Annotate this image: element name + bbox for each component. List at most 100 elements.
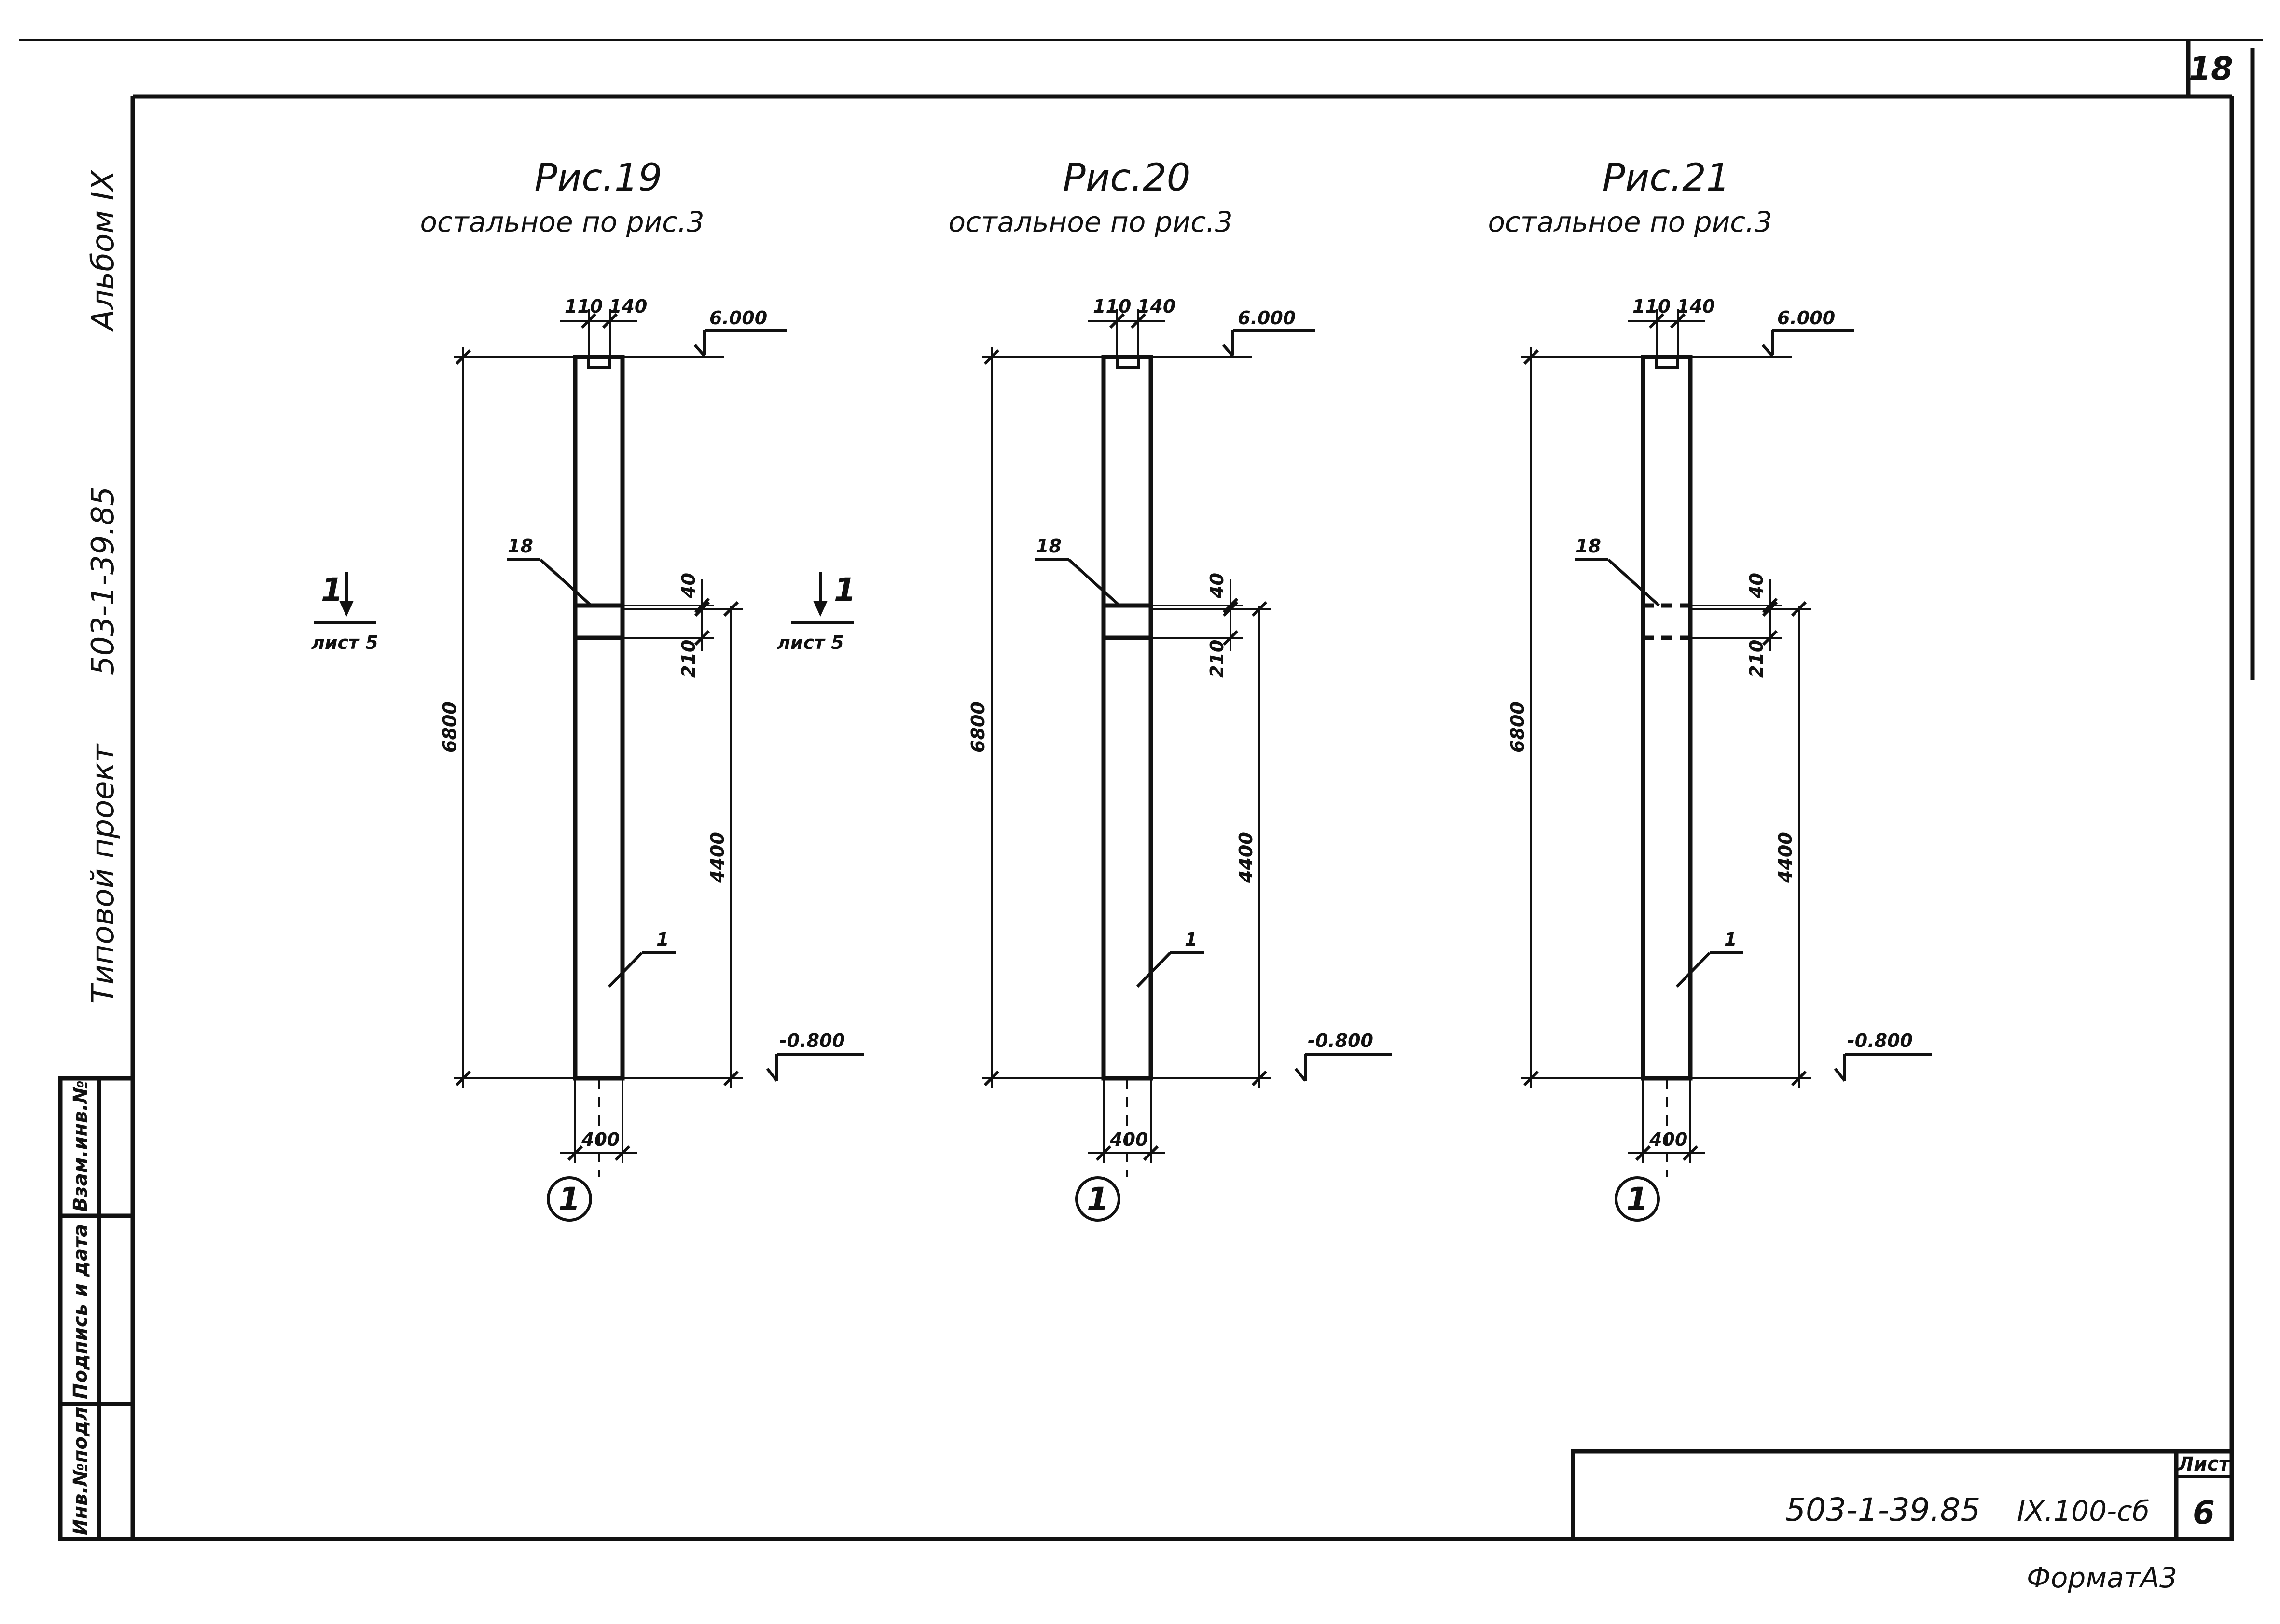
column-body [573, 355, 625, 1081]
top-width-right: 140 [1677, 296, 1715, 317]
dimension-tick [455, 1070, 471, 1087]
dimension-tick [1222, 630, 1239, 646]
dimension-tick [580, 313, 597, 329]
dimension-tick [1648, 313, 1665, 329]
base-width: 400 [581, 1129, 620, 1150]
dimension-tick [1635, 1145, 1651, 1161]
section-marker-left: 1 лист 5 [311, 571, 378, 653]
axis-bubble [547, 1176, 592, 1222]
dimension-tick [694, 630, 710, 646]
section-marker-middle: 1 лист 5 [777, 571, 856, 653]
dimension-tick [602, 313, 618, 329]
callout-18-leader [1067, 558, 1121, 607]
callout-1-leader [608, 951, 643, 988]
side-label-project-type: Типовой проект [85, 743, 121, 1004]
dimension-tick [983, 1070, 1000, 1087]
gap-lower: 210 [1206, 640, 1228, 678]
dimension-tick [1791, 1070, 1807, 1087]
callout-18-label: 18 [1575, 536, 1601, 557]
callout-18-label: 18 [508, 536, 533, 557]
gap-lower: 210 [678, 640, 699, 678]
dimension-tick [1251, 1070, 1268, 1087]
dimension-tick [614, 1145, 631, 1161]
top-width-left: 110 [1632, 296, 1671, 317]
dimension-tick [694, 597, 710, 614]
callout-18-leader [1607, 558, 1660, 607]
column-body [1101, 355, 1153, 1081]
title-block-sheet-number: 6 [2193, 1494, 2215, 1531]
title-block-designation: 503-1-39.85 [1785, 1491, 1981, 1528]
sheet-top-number: 18 [2189, 50, 2233, 87]
elevation-top-arrow-l [1761, 344, 1774, 357]
title-block-sheet-label: Лист [2177, 1453, 2231, 1475]
section-marker-number: 1 [834, 571, 856, 608]
figure-subtitle: остальное по рис.3 [1488, 206, 1772, 238]
callout-1-leader [1136, 951, 1172, 988]
dimension-tick [1670, 313, 1686, 329]
height-lower: 4400 [707, 832, 728, 883]
callout-1-label: 1 [1724, 929, 1737, 950]
column-top-notch [1655, 356, 1679, 369]
axis-bubble [1075, 1176, 1120, 1222]
dimension-tick [1682, 1145, 1699, 1161]
dimension-tick [1762, 597, 1778, 614]
axis-label: 1 [558, 1181, 580, 1218]
elevation-top-arrow-l [1222, 344, 1234, 357]
stamp-signature-date: Подпись и дата [69, 1224, 92, 1399]
title-block-code-suffix: IX.100-сб [2017, 1495, 2150, 1528]
top-width-right: 140 [609, 296, 647, 317]
gap-upper: 40 [1746, 573, 1767, 599]
dimension-tick [1143, 1145, 1159, 1161]
elevation-top: 6.000 [709, 307, 767, 329]
axis-bubble [1615, 1176, 1660, 1222]
gap-upper: 40 [678, 573, 699, 599]
top-width-left: 110 [565, 296, 603, 317]
dimension-tick [1251, 601, 1268, 617]
gap-lower: 210 [1746, 640, 1767, 678]
stamp-inventory-exchange: Взам.инв.№ [69, 1080, 92, 1212]
height-lower: 4400 [1235, 832, 1257, 883]
figure-title: Рис.19 [535, 156, 663, 200]
dimension-tick [1222, 597, 1239, 614]
figure-title: Рис.21 [1603, 156, 1730, 200]
elevation-top-arrow-l [693, 344, 706, 357]
dimension-tick [1095, 1145, 1112, 1161]
section-marker-number: 1 [321, 571, 343, 608]
dimension-tick [1109, 313, 1125, 329]
elevation-bottom: -0.800 [1847, 1030, 1913, 1051]
side-label-project-code: 503-1-39.85 [85, 486, 121, 675]
column-body [1641, 355, 1693, 1081]
dimension-tick [455, 349, 471, 365]
dimension-tick [983, 349, 1000, 365]
height-total: 6800 [967, 702, 989, 753]
stamp-inventory-original: Инв.№подл. [69, 1399, 92, 1535]
dimension-tick [723, 1070, 739, 1087]
column-top-notch [587, 356, 611, 369]
base-width: 400 [1109, 1129, 1148, 1150]
dimension-tick [1791, 601, 1807, 617]
axis-label: 1 [1087, 1181, 1109, 1218]
figure-title: Рис.20 [1063, 156, 1191, 200]
section-marker-sheet-ref: лист 5 [777, 632, 844, 653]
top-width-right: 140 [1137, 296, 1175, 317]
dimension-tick [723, 601, 739, 617]
height-total: 6800 [439, 702, 460, 753]
callout-1-label: 1 [1185, 929, 1197, 950]
elevation-bottom-arrow-l [1834, 1068, 1846, 1082]
callout-1-leader [1675, 951, 1711, 988]
title-block: 503-1-39.85 IX.100-сб Лист 6 [1571, 1449, 2234, 1541]
section-marker-sheet-ref: лист 5 [311, 632, 378, 653]
height-lower: 4400 [1775, 832, 1796, 883]
dimension-tick [1130, 313, 1147, 329]
elevation-bottom-arrow-l [766, 1068, 778, 1082]
axis-label: 1 [1626, 1181, 1648, 1218]
callout-1-label: 1 [656, 929, 669, 950]
left-stamp-strip: Взам.инв.№ Подпись и дата Инв.№подл. [58, 1076, 135, 1541]
format-label: ФорматА3 [2027, 1561, 2177, 1594]
elevation-top: 6.000 [1238, 307, 1296, 329]
